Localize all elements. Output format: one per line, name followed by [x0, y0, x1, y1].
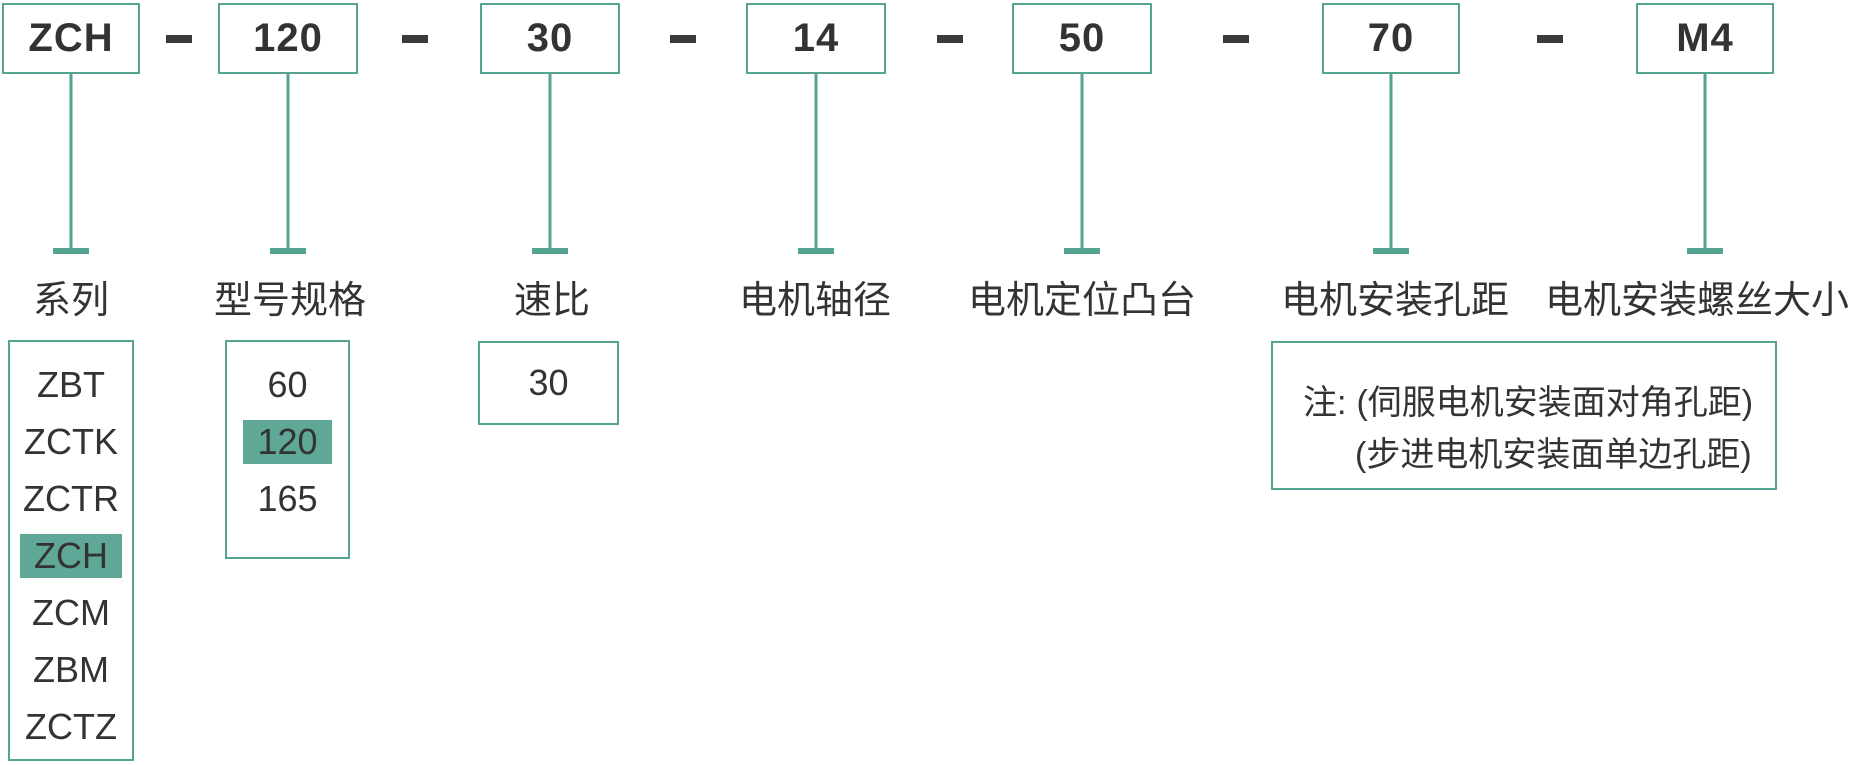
series-option-row: ZCTZ	[11, 698, 131, 755]
connector-line	[1373, 74, 1409, 254]
connector-line	[1687, 74, 1723, 254]
note-line-2: (步进电机安装面单边孔距)	[1355, 429, 1775, 481]
separator-dash	[937, 35, 963, 43]
separator-dash	[670, 35, 696, 43]
field-label-shaft-diameter: 电机轴径	[738, 280, 892, 322]
connector-line	[798, 74, 834, 254]
series-option-row: ZBM	[19, 641, 123, 698]
series-option-row: ZCTR	[9, 470, 133, 527]
series-option: ZCTK	[24, 420, 118, 462]
size-options-box: 60 120 165	[225, 340, 350, 559]
connector-line	[1064, 74, 1100, 254]
separator-dash	[166, 35, 192, 43]
field-label-pilot-boss: 电机定位凸台	[967, 280, 1197, 322]
connector-line	[53, 74, 89, 254]
model-segment-hole-spacing: 70	[1322, 3, 1460, 74]
field-label-hole-spacing: 电机安装孔距	[1280, 280, 1510, 322]
field-label-series: 系列	[32, 280, 110, 322]
separator-dash	[1537, 35, 1563, 43]
note-box: 注:(伺服电机安装面对角孔距) (步进电机安装面单边孔距)	[1271, 341, 1777, 490]
series-option: ZBM	[33, 648, 109, 690]
size-option: 60	[267, 363, 308, 405]
size-option-row: 165	[243, 470, 331, 527]
separator-dash	[1223, 35, 1249, 43]
field-label-screw-size: 电机安装螺丝大小	[1544, 280, 1850, 322]
model-segment-series: ZCH	[2, 3, 140, 74]
model-segment-screw-size: M4	[1636, 3, 1774, 74]
series-option-row: ZCM	[18, 584, 124, 641]
connector-line	[270, 74, 306, 254]
separator-dash	[402, 35, 428, 43]
series-option-row: ZCH	[20, 527, 122, 584]
note-line-1: 注:(伺服电机安装面对角孔距)	[1303, 377, 1775, 429]
series-option: ZCTZ	[25, 705, 117, 747]
model-segment-pilot-boss: 50	[1012, 3, 1152, 74]
series-option: ZCTR	[23, 477, 119, 519]
size-option: 120	[243, 419, 332, 464]
series-options-box: ZBT ZCTK ZCTR ZCH ZCM ZBM ZCTZ	[8, 340, 134, 761]
series-option: ZCH	[20, 533, 122, 578]
series-option: ZCM	[32, 591, 110, 633]
series-option-row: ZBT	[23, 356, 119, 413]
ratio-option: 30	[528, 362, 569, 403]
size-option-row: 60	[253, 356, 321, 413]
field-label-ratio: 速比	[513, 280, 591, 322]
model-segment-shaft-diameter: 14	[746, 3, 886, 74]
model-segment-size: 120	[218, 3, 358, 74]
connector-line	[532, 74, 568, 254]
size-option-row: 120	[243, 413, 332, 470]
model-segment-ratio: 30	[480, 3, 620, 74]
series-option-row: ZCTK	[10, 413, 132, 470]
ratio-options-box: 30	[478, 341, 619, 425]
note-prefix: 注:	[1303, 384, 1347, 422]
note-text-stepper: (步进电机安装面单边孔距)	[1355, 436, 1752, 474]
field-label-size: 型号规格	[213, 280, 367, 322]
note-text-servo: (伺服电机安装面对角孔距)	[1356, 384, 1754, 422]
ratio-option-row: 30	[514, 361, 582, 405]
size-option: 165	[257, 477, 318, 519]
series-option: ZBT	[37, 363, 105, 405]
